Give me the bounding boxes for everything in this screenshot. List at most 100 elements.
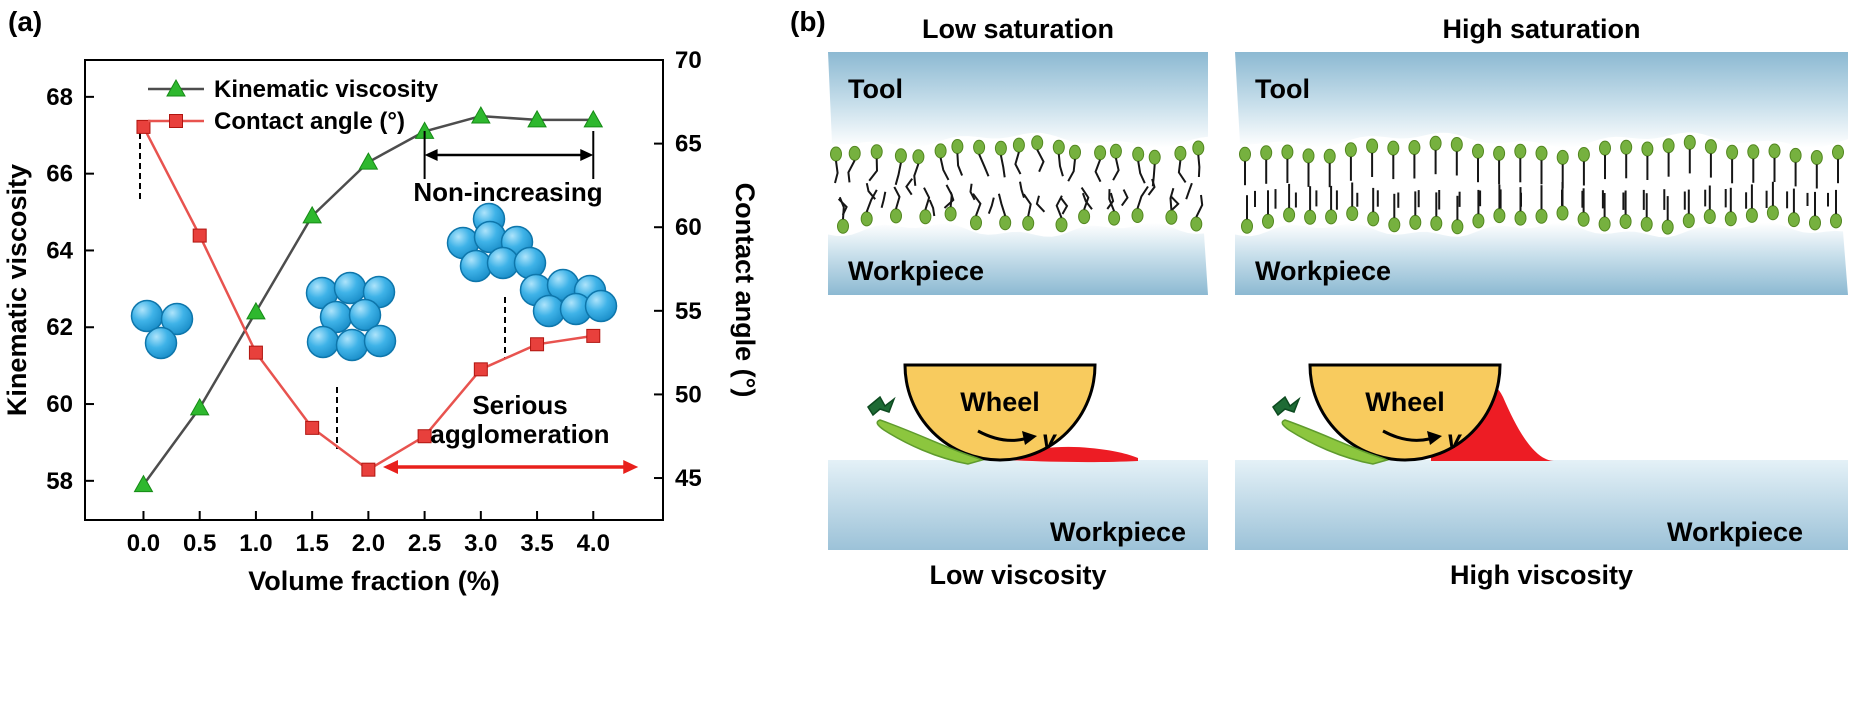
surfactant-head <box>1174 145 1187 161</box>
surfactant-tail <box>893 186 901 210</box>
arrowhead <box>382 460 398 474</box>
panel-b-label: (b) <box>790 6 826 37</box>
low-viscosity-caption: Low viscosity <box>929 560 1107 590</box>
surfactant-tail <box>972 193 982 217</box>
surfactant-tail <box>1120 189 1129 207</box>
surfactant-tail <box>1035 195 1046 213</box>
surfactant-head <box>1747 144 1760 160</box>
surfactant-head <box>1367 211 1380 227</box>
surfactant-head <box>1556 205 1569 221</box>
surfactant-head <box>1640 216 1653 232</box>
x-tick-label: 3.5 <box>520 530 553 557</box>
left-tick-label: 68 <box>46 84 73 111</box>
velocity-arrowhead <box>1427 431 1442 445</box>
high-viscosity-grinding-diagram: Wheel v Workpiece <box>1235 363 1848 550</box>
square-marker <box>361 462 376 477</box>
square-marker <box>192 228 207 243</box>
surfactant-head <box>1832 144 1844 160</box>
surfactant-head <box>970 215 982 231</box>
surfactant-tail <box>1060 197 1069 215</box>
nanoparticle <box>584 289 618 323</box>
workpiece-label: Workpiece <box>1255 256 1391 286</box>
surfactant-head <box>848 145 861 161</box>
x-tick-label: 4.0 <box>577 530 610 557</box>
chip <box>1281 419 1390 465</box>
surfactant-tail <box>928 199 936 217</box>
surfactant-head <box>1192 140 1205 156</box>
surfactant-head <box>1535 208 1548 224</box>
square-marker <box>586 328 601 343</box>
right-axis-title: Contact angle (°) <box>730 183 760 398</box>
surfactant-head <box>1514 143 1527 159</box>
nanoparticle <box>513 246 547 280</box>
nanoparticle <box>160 302 194 336</box>
surfactant-head <box>1069 144 1081 160</box>
surfactant-head <box>1165 209 1178 225</box>
workpiece-label: Workpiece <box>1667 517 1803 547</box>
surfactant-tail <box>1081 192 1093 210</box>
surfactant-head <box>1031 135 1044 151</box>
surfactant-head <box>830 146 842 162</box>
surfactant-head <box>1302 148 1315 164</box>
surfactant-tail <box>1197 154 1201 178</box>
legend-label-contact-angle: Contact angle (°) <box>214 108 405 135</box>
right-tick-label: 50 <box>675 381 702 408</box>
square-marker <box>248 345 263 360</box>
surfactant-head <box>1387 140 1400 156</box>
surfactant-tail <box>978 153 990 177</box>
surfactant-tail <box>956 153 964 176</box>
nanoparticle <box>144 326 178 360</box>
right-tick-label: 65 <box>675 131 702 158</box>
tool-block <box>1235 52 1848 148</box>
surfactant-tail <box>1106 192 1115 210</box>
velocity-arrow <box>1382 429 1430 442</box>
surfactant-tail <box>838 196 845 220</box>
surfactant-head <box>1022 215 1035 231</box>
surfactant-head <box>1078 209 1091 225</box>
surfactant-head <box>1012 137 1025 153</box>
surfactant-tail <box>847 159 856 183</box>
surfactant-tail <box>834 160 839 184</box>
surfactant-head <box>1304 209 1317 225</box>
surfactant-tail <box>1185 182 1193 200</box>
surfactant-head <box>1281 144 1294 160</box>
surfactant-tail <box>1022 193 1032 217</box>
surfactant-head <box>870 144 883 160</box>
surfactant-head <box>1451 219 1464 235</box>
surfactant-head <box>1241 218 1253 234</box>
surfactant-head <box>1323 148 1336 164</box>
right-tick-label: 60 <box>675 214 702 241</box>
annotation-non-increasing: Non-increasing <box>413 177 602 207</box>
velocity-label: v <box>1447 426 1463 454</box>
surfactant-head <box>1704 139 1717 155</box>
surfactant-tail <box>905 178 914 196</box>
surfactant-head <box>1052 139 1065 155</box>
surfactant-head <box>1661 219 1674 235</box>
surfactant-head <box>1726 144 1739 160</box>
grinding-wheel <box>903 363 1097 462</box>
surfactant-head <box>999 215 1012 231</box>
surfactant-head <box>1283 207 1296 223</box>
surfactant-head <box>1148 149 1161 165</box>
triangle-marker <box>527 109 547 128</box>
x-tick-label: 0.0 <box>127 530 160 557</box>
x-tick-label: 2.0 <box>352 530 385 557</box>
triangle-marker <box>583 109 604 128</box>
surfactant-head <box>1493 145 1506 161</box>
left-axis-title: Kinematic viscosity <box>2 164 32 416</box>
surfactant-tail <box>1177 160 1187 183</box>
surfactant-tail <box>1057 154 1064 177</box>
surfactant-tail <box>1136 185 1149 209</box>
nanoparticle <box>333 271 367 305</box>
surfactant-tail <box>1080 187 1090 210</box>
surfactant-tail <box>999 155 1006 178</box>
surfactant-head <box>973 139 986 155</box>
workpiece-block <box>1235 460 1848 550</box>
surfactant-head <box>919 209 932 225</box>
surfactant-head <box>890 208 902 224</box>
arrowhead <box>580 149 594 161</box>
x-axis-title: Volume fraction (%) <box>248 566 500 596</box>
surfactant-head <box>1598 216 1611 232</box>
square-marker <box>169 114 183 128</box>
